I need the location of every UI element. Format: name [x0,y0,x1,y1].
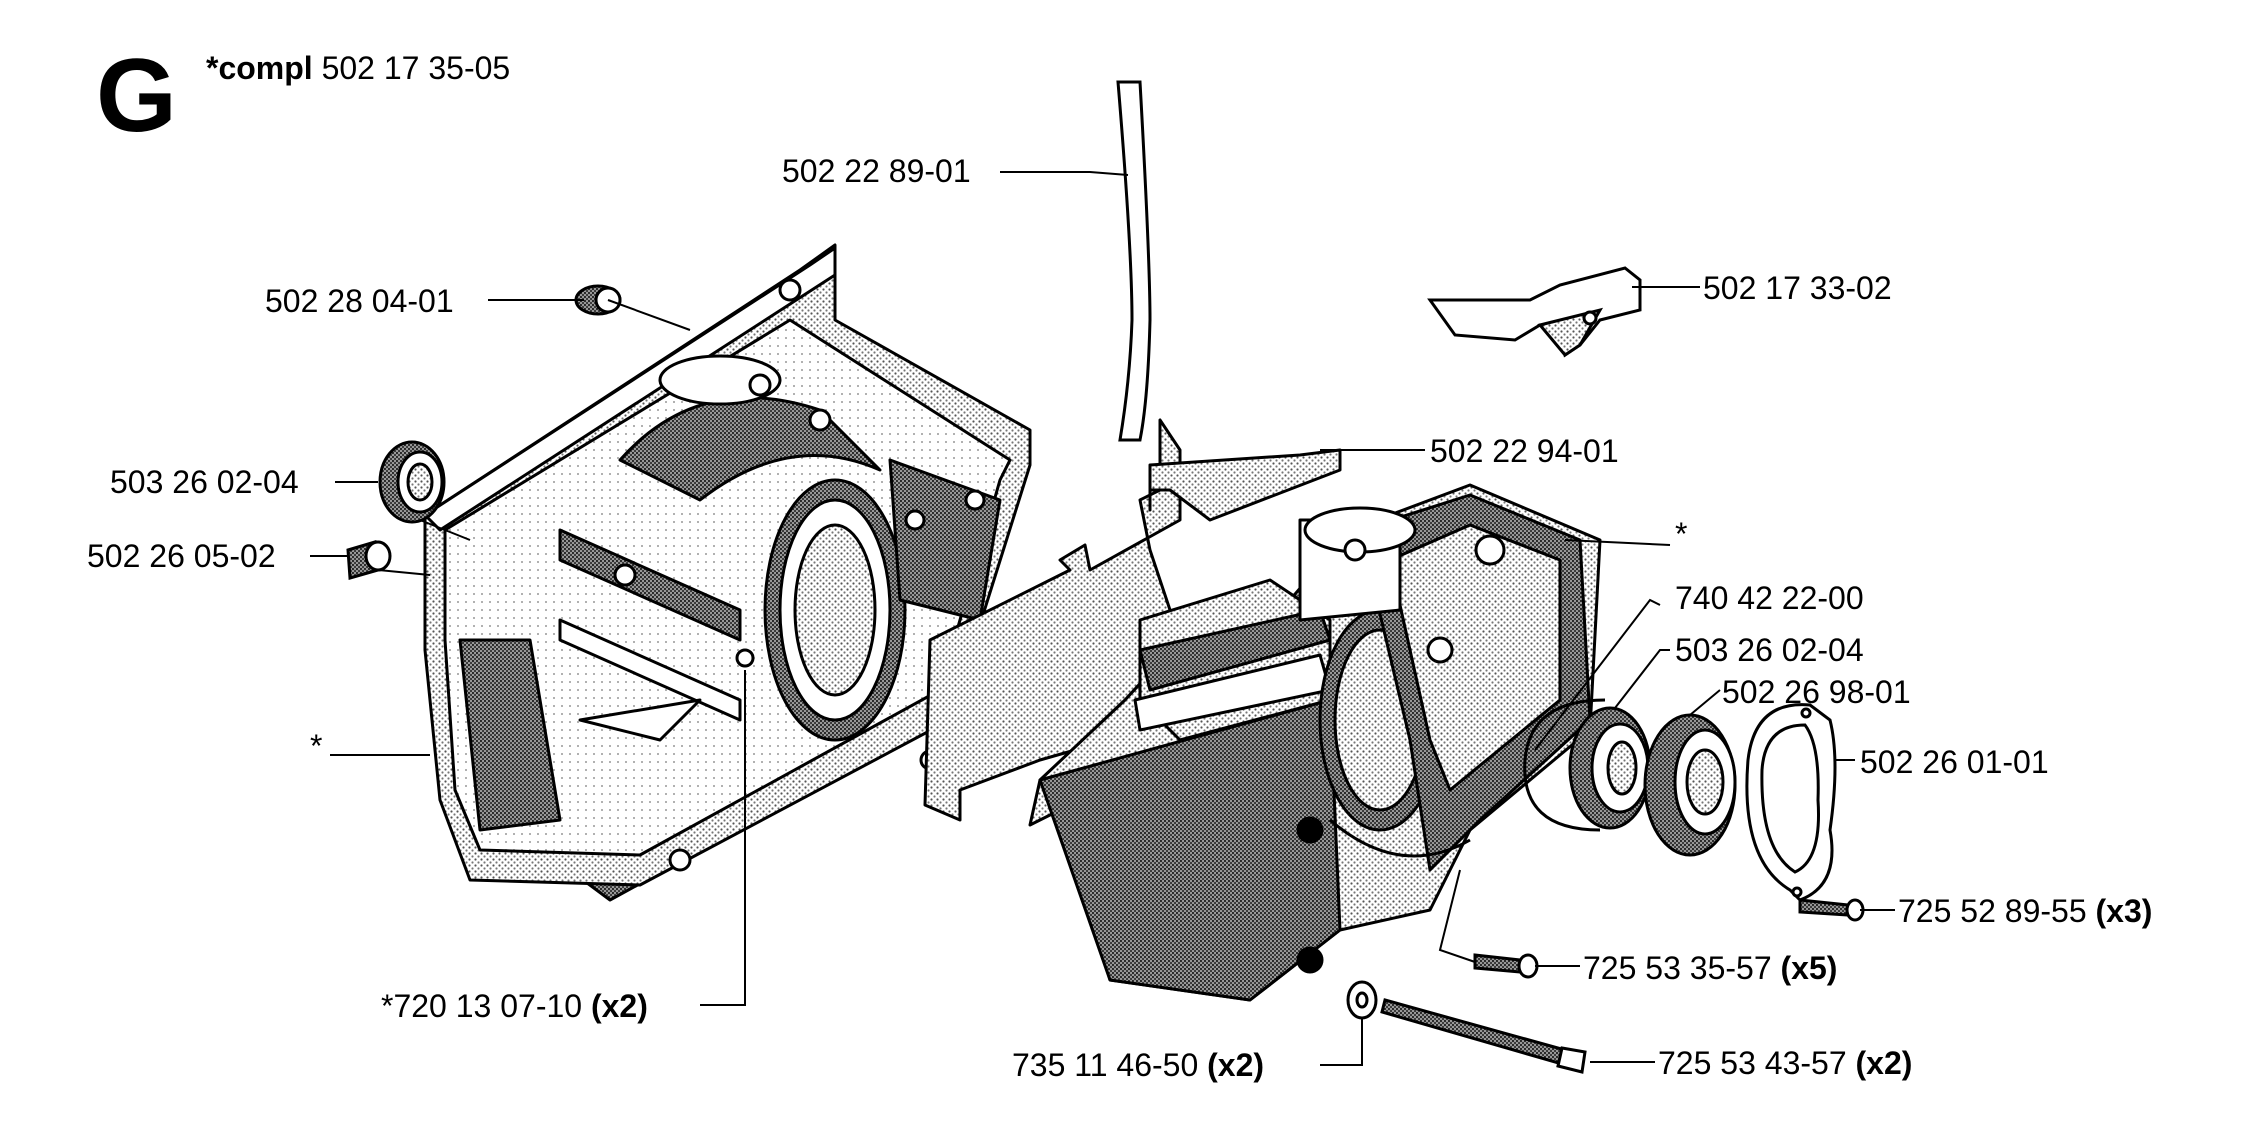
group-letter: G [96,38,177,154]
part-number: 503 26 02-04 [110,464,299,500]
circlip-part [1523,698,1606,832]
part-number: 725 52 89-55 [1898,893,2087,929]
quantity: (x2) [1855,1045,1913,1081]
part-number: 502 26 05-02 [87,538,276,574]
part-number: 503 26 02-04 [1675,632,1864,668]
assembly-part-number: 502 17 35-05 [321,50,511,86]
part-number: 725 53 35-57 [1583,950,1772,986]
part-number: * [1675,516,1688,552]
quantity: (x2) [1207,1047,1265,1083]
callout-cover-gasket: 502 26 01-01 [1860,744,2049,780]
part-number: 502 26 98-01 [1722,674,1911,710]
sleeve-part [346,540,392,580]
part-number: 735 11 46-50 [1012,1047,1199,1083]
impulse-tube [1116,80,1152,442]
bolt-part [1380,998,1587,1074]
left-crankcase-half [423,243,1032,902]
callout-screw-case: 725 53 35-57 (x5) [1583,950,1837,986]
quantity: (x2) [590,988,648,1024]
callout-bearing-housing: 502 26 98-01 [1722,674,1911,710]
callout-tube: 502 22 89-01 [782,153,971,189]
callout-pin: *720 13 07-10 (x2) [381,988,648,1024]
callout-bolt: 725 53 43-57 (x2) [1658,1045,1912,1081]
part-number: * [310,728,323,764]
part-number: 502 28 04-01 [265,283,454,319]
cover-gasket-part [1745,703,1837,902]
callout-seal-right: 503 26 02-04 [1675,632,1864,668]
part-number: 502 22 89-01 [782,153,971,189]
callout-plug: 502 28 04-01 [265,283,454,319]
screw-cover-part [1798,898,1865,922]
seal-right-part [1568,706,1652,830]
quantity: (x5) [1780,950,1838,986]
part-number: 502 17 33-02 [1703,270,1892,306]
leader-lines [310,171,1895,1066]
callout-circlip: 740 42 22-00 [1675,580,1864,616]
callout-sleeve: 502 26 05-02 [87,538,276,574]
right-crankcase-half [923,418,1602,1002]
part-number: 502 22 94-01 [1430,433,1619,469]
callout-seal-left: 503 26 02-04 [110,464,299,500]
washer-part [1346,980,1378,1020]
callout-washer: 735 11 46-50 (x2) [1012,1047,1264,1083]
callout-crankcase-left: * [310,728,322,764]
callout-bracket: 502 17 33-02 [1703,270,1892,306]
part-number: *720 13 07-10 [381,988,583,1024]
assembly-prefix: *compl [206,50,313,86]
part-number: 725 53 43-57 [1658,1045,1847,1081]
bracket-part [1427,266,1642,358]
part-number: 502 26 01-01 [1860,744,2049,780]
screw-case-part [1473,953,1539,979]
quantity: (x3) [2095,893,2153,929]
callout-crankcase-right: * [1675,516,1687,552]
assembly-callout: *compl 502 17 35-05 [206,50,510,86]
callout-gasket-right: 502 22 94-01 [1430,433,1619,469]
part-number: 740 42 22-00 [1675,580,1864,616]
bearing-housing-part [1643,713,1737,857]
seal-left-part [378,440,446,524]
callout-screw-cover: 725 52 89-55 (x3) [1898,893,2152,929]
